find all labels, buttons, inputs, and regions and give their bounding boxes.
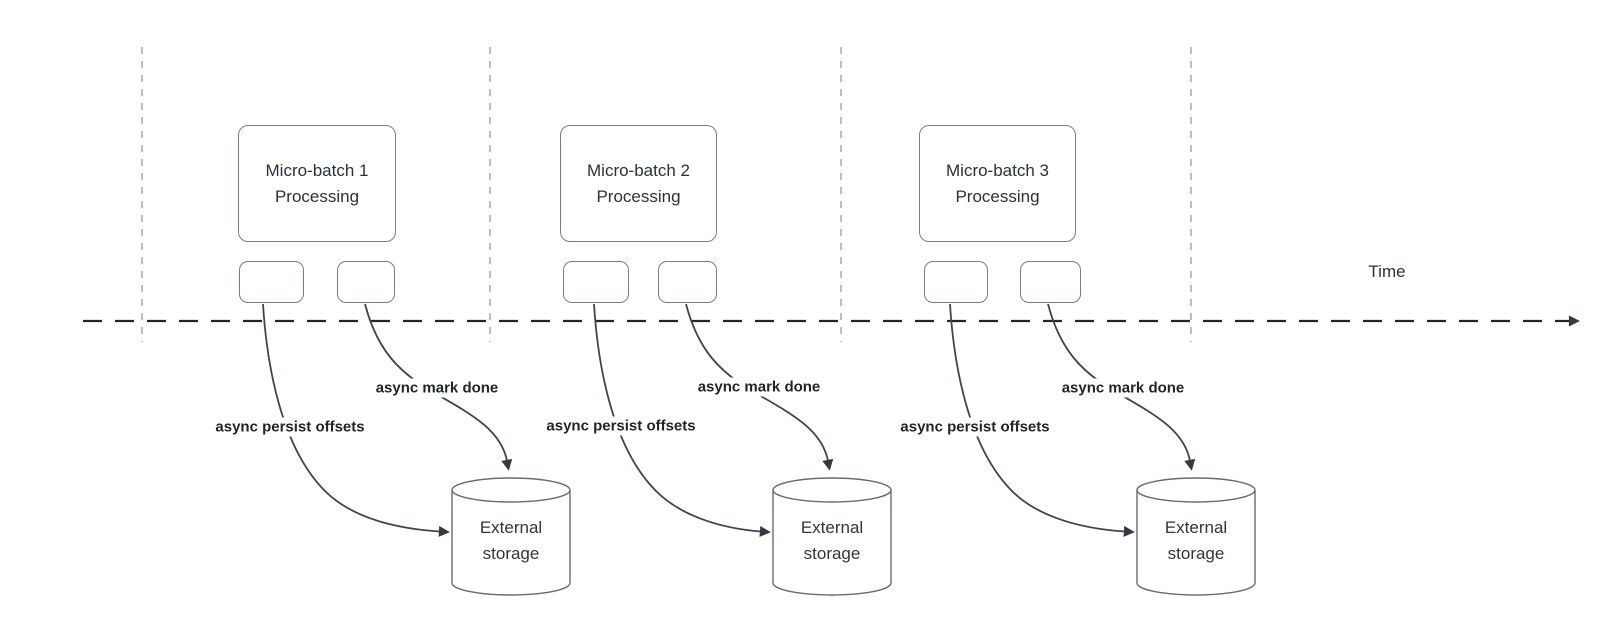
commit-write-box-2: [658, 261, 717, 303]
commit-write-box-3: [1020, 261, 1081, 303]
storage-label-1: External storage: [479, 518, 543, 563]
offset-write-box-1: [239, 261, 304, 303]
persist-offsets-label-1: async persist offsets: [212, 417, 368, 437]
mark-done-label-3: async mark done: [1058, 378, 1188, 398]
storage-cylinder-1: [451, 477, 571, 596]
persist-offsets-arrow-1: [262, 303, 450, 537]
storage-cylinder-3: [1136, 477, 1256, 596]
persist-offsets-arrow-3: [949, 303, 1135, 537]
commit-write-box-1: [337, 261, 395, 303]
storage-label-3: External storage: [1164, 518, 1228, 563]
persist-offsets-label-2: async persist offsets: [543, 416, 699, 436]
micro-batch-2-box: Micro-batch 2 Processing: [560, 125, 717, 242]
persist-offsets-arrow-2: [593, 303, 771, 537]
offset-write-box-2: [563, 261, 629, 303]
micro-batch-3-box: Micro-batch 3 Processing: [919, 125, 1076, 242]
mark-done-label-1: async mark done: [372, 378, 502, 398]
mark-done-label-2: async mark done: [694, 377, 824, 397]
micro-batch-1-box: Micro-batch 1 Processing: [238, 125, 396, 242]
micro-batch-2-label: Micro-batch 2 Processing: [587, 160, 690, 206]
persist-offsets-label-3: async persist offsets: [897, 417, 1053, 437]
micro-batch-1-label: Micro-batch 1 Processing: [265, 160, 369, 206]
micro-batch-3-label: Micro-batch 3 Processing: [946, 160, 1049, 206]
storage-cylinder-2: [772, 477, 892, 596]
storage-label-2: External storage: [800, 518, 864, 563]
time-axis-label: Time: [1368, 262, 1406, 281]
offset-write-box-3: [924, 261, 988, 303]
